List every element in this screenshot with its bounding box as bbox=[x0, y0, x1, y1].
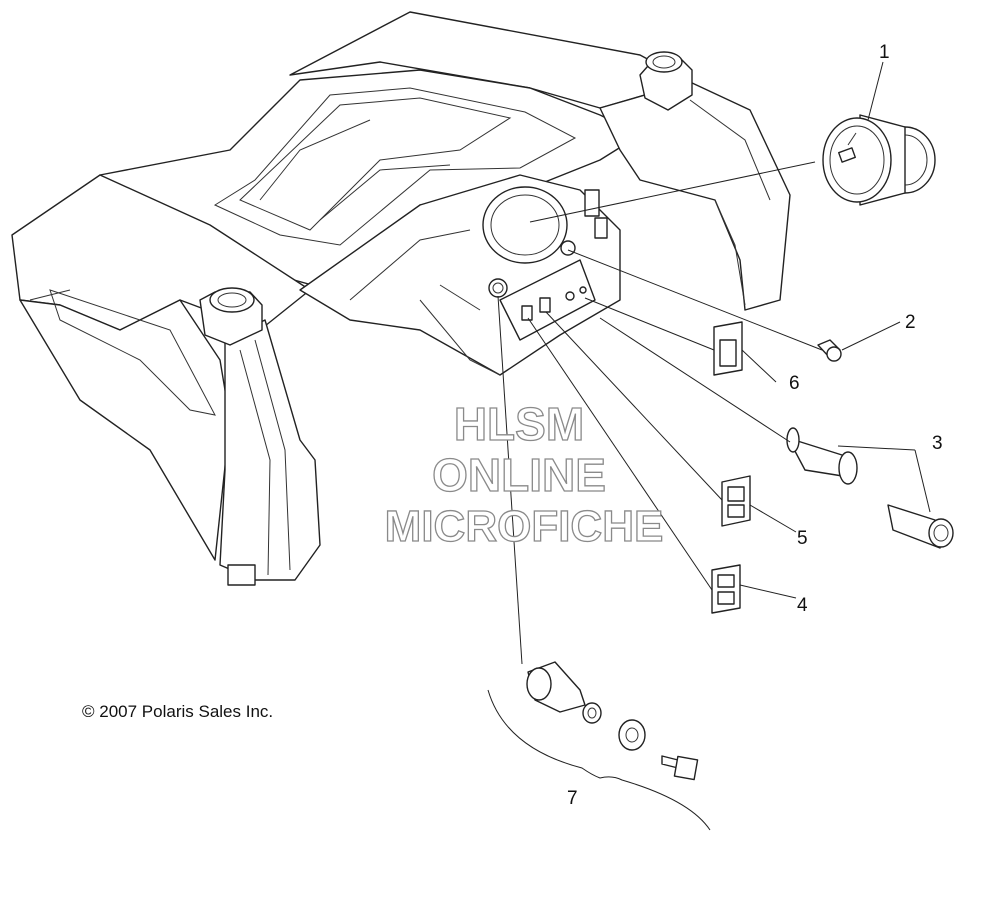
part-rocker-switch-6 bbox=[713, 321, 743, 376]
leader-lines bbox=[487, 61, 931, 831]
part-dual-switch bbox=[711, 564, 741, 614]
watermark-line-1: HLSM bbox=[454, 398, 584, 450]
callout-7: 7 bbox=[567, 788, 578, 809]
callout-1: 1 bbox=[879, 42, 890, 63]
dashboard-assembly bbox=[11, 11, 791, 586]
part-power-socket bbox=[786, 427, 954, 549]
watermark-line-2: ONLINE bbox=[432, 449, 606, 501]
copyright-text: © 2007 Polaris Sales Inc. bbox=[82, 702, 273, 721]
part-indicator-plug bbox=[817, 339, 842, 362]
callout-5: 5 bbox=[797, 528, 808, 549]
callout-6: 6 bbox=[789, 373, 800, 394]
watermark-line-3: MICROFICHE bbox=[385, 502, 664, 551]
callout-3: 3 bbox=[932, 433, 943, 454]
gauge-speedometer bbox=[822, 114, 936, 206]
part-ignition-switch bbox=[526, 661, 699, 781]
callout-4: 4 bbox=[797, 595, 808, 616]
part-rocker-switch-5 bbox=[721, 475, 751, 527]
callout-2: 2 bbox=[905, 312, 916, 333]
